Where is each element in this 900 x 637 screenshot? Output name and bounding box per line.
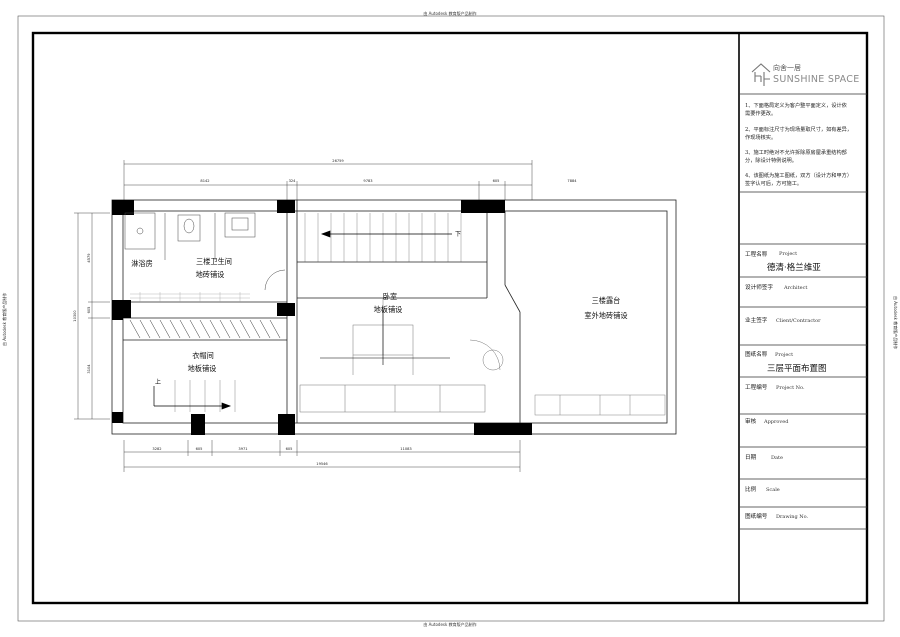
bathroom-floor: 地砖铺设 [196, 270, 225, 279]
bedroom-name: 卧室 [383, 292, 397, 301]
autodesk-stamp-bottom: 由 Autodesk 教育版产品制作 [423, 622, 477, 627]
bedroom-furniture [299, 298, 504, 413]
client-hint: Client/Contractor [776, 318, 821, 324]
bedroom-axis-marks [320, 310, 450, 365]
bathroom-fixtures [124, 212, 286, 291]
stair-up-arrow-icon [153, 386, 231, 410]
stair-down-label: 下 [455, 231, 461, 238]
closet-name: 衣帽间 [192, 351, 214, 360]
sheet-outer-border [17, 15, 885, 622]
walls [111, 199, 677, 435]
scale-label: 比例 [745, 485, 757, 493]
top-dimensions [123, 160, 533, 200]
dim-bottom-2: 605 [196, 447, 203, 451]
dim-top-1: 8142 [200, 179, 209, 183]
floor-plan: 26759 8142 324 9783 605 7884 3282 605 39… [73, 159, 677, 472]
date-label: 日期 [745, 454, 757, 461]
architect-hint: Architect [783, 285, 807, 291]
title-block-rows [739, 243, 867, 530]
note-3-line-2: 分，除设计特例说明。 [745, 156, 797, 164]
project-label: 工程名称 [745, 250, 768, 258]
closet-floor: 地板铺设 [188, 364, 217, 373]
dim-top-total: 26759 [332, 159, 344, 163]
stairs [304, 213, 462, 262]
note-4-line-1: 4、该图纸为施工图纸，双方（设计方和甲方） [745, 171, 852, 179]
construction-notes: 1、下面格局定义为客户整平面定义，设计依 需要作更改。 2、平面标注尺寸为现场量… [745, 101, 852, 187]
terrace-furniture [534, 394, 666, 416]
note-2-line-2: 作现场核实。 [745, 133, 776, 141]
project-hint: Project [779, 251, 797, 257]
architect-label: 设计师签字 [745, 283, 773, 291]
drawing-title-label: 图纸名称 [745, 350, 768, 358]
dim-top-5: 7884 [567, 179, 577, 183]
approved-label: 审核 [745, 417, 757, 425]
left-dimensions [74, 212, 110, 420]
shower-room-label: 淋浴房 [131, 259, 153, 268]
note-1-line-2: 需要作更改。 [745, 109, 776, 117]
scale-hint: Scale [766, 487, 780, 493]
drawing-no-hint: Drawing No. [776, 514, 809, 520]
terrace-floor: 室外地砖铺设 [584, 311, 627, 320]
bottom-dimensions [123, 440, 521, 472]
dim-bottom-5: 11083 [400, 447, 411, 451]
dim-bottom-1: 3282 [152, 447, 161, 451]
dim-bottom-total: 19546 [316, 462, 328, 466]
stair-up-label: 上 [155, 378, 161, 386]
date-hint: Date [771, 455, 783, 461]
note-3-line-1: 3、施工时绝对不允许拆除原房屋承重结构部 [745, 148, 847, 156]
note-2-line-1: 2、平面标注尺寸为现场量取尺寸，如有差异， [745, 125, 852, 133]
bathroom-name: 三楼卫生间 [196, 257, 232, 266]
note-4-line-2: 签字认可后，方可施工。 [745, 179, 802, 187]
autodesk-stamp-top: 由 Autodesk 教育版产品制作 [423, 11, 477, 16]
dim-left-1: 4579 [87, 253, 91, 263]
project-no-label: 工程编号 [745, 383, 768, 391]
logo-english-name: SUNSHINE SPACE [773, 74, 860, 85]
dim-left-total: 10300 [73, 310, 77, 322]
dim-top-2: 324 [289, 179, 297, 183]
client-label: 业主签字 [745, 316, 768, 324]
stair-down-arrow-icon [321, 230, 452, 238]
drawing-title: 三层平面布置图 [767, 363, 827, 374]
logo-mark-icon [751, 63, 771, 86]
project-name: 德清·格兰维亚 [767, 262, 821, 273]
title-block-fields: 工程名称 Project 德清·格兰维亚 设计师签字 Architect 业主签… [745, 250, 827, 520]
note-1-line-1: 1、下面格局定义为客户整平面定义，设计依 [745, 101, 848, 109]
dim-bottom-4: 605 [286, 447, 293, 451]
logo-chinese-name: 向舍一居 [773, 63, 801, 72]
dim-top-3: 9783 [363, 179, 372, 183]
logo: 向舍一居 SUNSHINE SPACE [751, 63, 860, 86]
drawing-no-label: 图纸编号 [745, 512, 768, 520]
terrace-name: 三楼露台 [592, 296, 621, 305]
dim-bottom-3: 3971 [238, 447, 247, 451]
wardrobe-hatch [129, 319, 281, 339]
approved-hint: Approved [763, 419, 789, 425]
dim-left-2: 605 [87, 307, 91, 314]
project-no-hint: Project No. [776, 385, 805, 391]
dim-top-4: 605 [493, 179, 500, 183]
drawing-frame [31, 31, 869, 605]
bedroom-floor: 地板铺设 [374, 305, 403, 314]
columns [112, 200, 532, 435]
drawing-title-hint: Project [775, 352, 793, 358]
dim-left-3: 3104 [87, 364, 91, 374]
closet-stairs [174, 380, 236, 412]
bathroom-counter-hatch [130, 292, 250, 302]
